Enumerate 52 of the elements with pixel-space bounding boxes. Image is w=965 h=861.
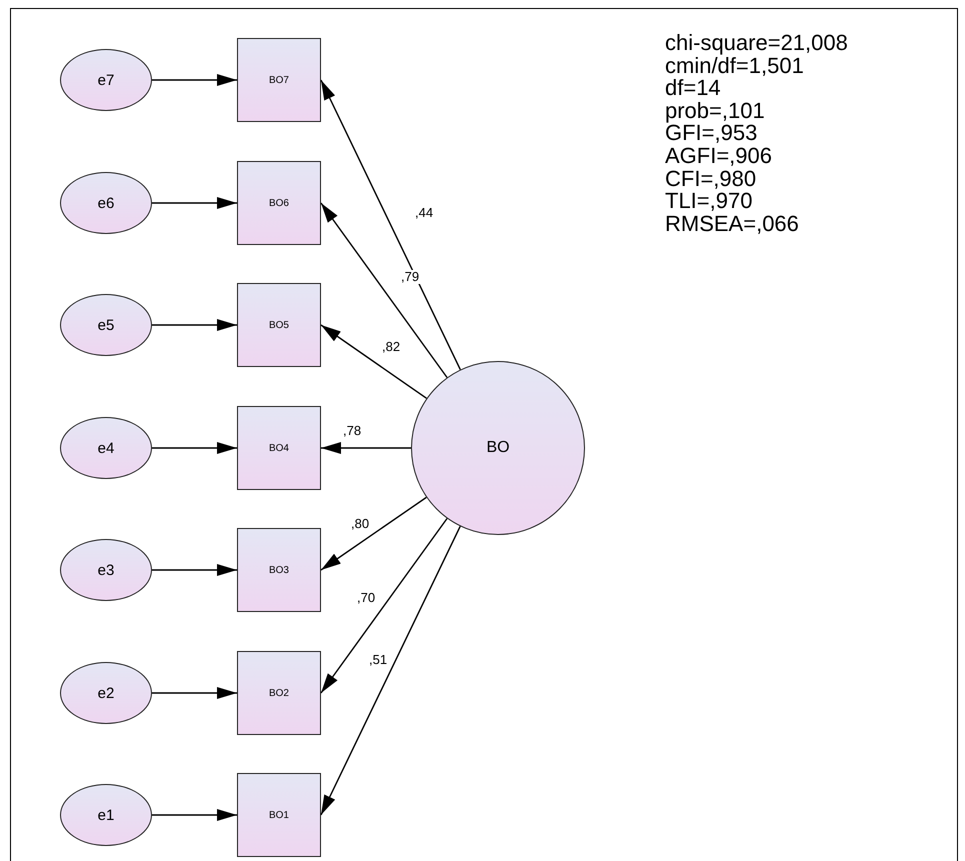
observed-variable-box — [237, 773, 321, 857]
arrow — [320, 518, 448, 694]
node-label: BO3 — [268, 564, 289, 576]
node-label: e6 — [98, 194, 114, 212]
observed-variable-box — [237, 528, 321, 612]
node-label: e4 — [98, 440, 114, 456]
node-label: BO2 — [268, 688, 289, 698]
node-label: e2 — [98, 684, 114, 702]
observed-variable-box — [237, 283, 321, 367]
node-label: e3 — [98, 562, 114, 578]
node-label: BO5 — [268, 320, 289, 330]
arrow — [320, 202, 448, 378]
edge-label: ,51 — [368, 653, 388, 667]
arrow — [320, 80, 461, 370]
observed-variable-box — [237, 406, 321, 490]
node-label: BO — [486, 439, 510, 457]
arrow — [152, 197, 237, 209]
arrow — [152, 564, 237, 576]
observed-variable-box — [237, 651, 321, 735]
edge-label: ,44 — [414, 206, 434, 220]
node-label: BO1 — [268, 810, 289, 820]
node-label: e1 — [98, 806, 114, 824]
edge-label: ,79 — [400, 270, 420, 284]
arrow — [320, 324, 427, 399]
observed-variable-box — [237, 38, 321, 122]
fit-statistic: cmin/df=1,501 — [665, 54, 804, 78]
observed-variable-box — [237, 161, 321, 245]
arrow — [320, 496, 427, 571]
node-label: e5 — [98, 316, 114, 334]
arrow — [320, 526, 461, 816]
node-label: e7 — [98, 72, 114, 88]
node-label: BO7 — [268, 74, 289, 86]
fit-statistic: df=14 — [665, 77, 721, 100]
fit-statistic: CFI=,980 — [665, 168, 756, 190]
arrow — [152, 442, 237, 454]
fit-statistic: GFI=,953 — [665, 122, 758, 145]
arrow — [152, 74, 237, 86]
fit-statistic: RMSEA=,066 — [665, 212, 800, 236]
fit-statistic: AGFI=,906 — [665, 144, 774, 168]
arrow — [152, 687, 237, 699]
fit-statistic: TLI=,970 — [665, 190, 752, 213]
arrow — [152, 809, 237, 821]
node-label: BO4 — [268, 442, 289, 454]
edge-label: ,70 — [356, 591, 376, 605]
arrow — [321, 442, 411, 454]
edge-label: ,80 — [350, 517, 370, 531]
node-label: BO6 — [268, 198, 289, 208]
fit-statistic: chi-square=21,008 — [665, 32, 848, 55]
arrow — [152, 319, 237, 331]
edge-label: ,82 — [381, 340, 402, 354]
fit-statistic: prob=,101 — [665, 100, 766, 122]
edge-label: ,78 — [342, 424, 362, 438]
